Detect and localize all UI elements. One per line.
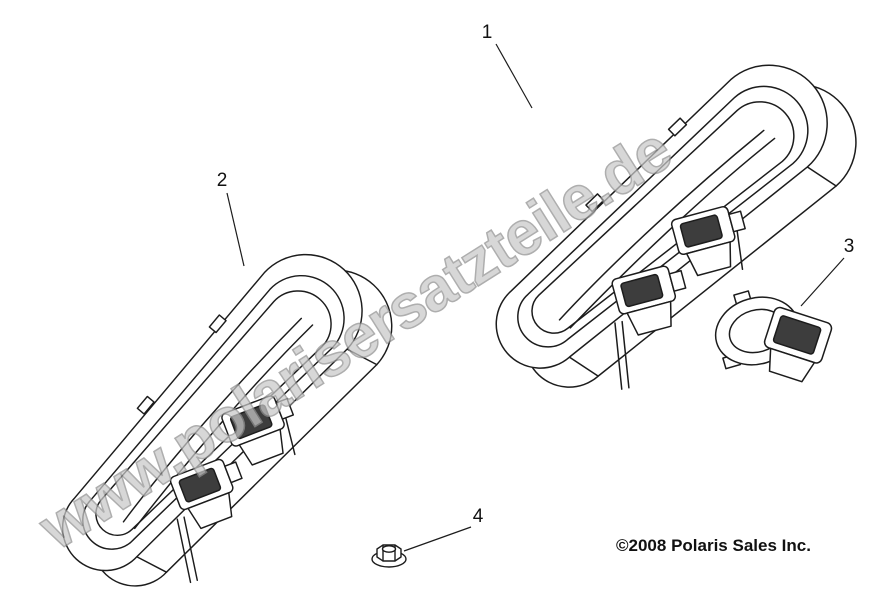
callout-1-label: 1 [482,22,493,43]
callout-2-leader [226,192,245,267]
callout-2-label: 2 [217,170,228,191]
part-4-flange-nut [371,544,407,568]
callouts: 1 2 3 4 [217,22,855,552]
part-3-bulb-socket [714,290,833,383]
callout-4-label: 4 [473,506,484,527]
assembly-1-taillight [439,36,879,432]
callout-4-leader [403,526,472,552]
callout-3-leader [800,257,845,307]
copyright-text: ©2008 Polaris Sales Inc. [616,536,811,555]
callout-1-leader [495,43,533,109]
callout-3-label: 3 [844,236,855,257]
nut-bore [381,545,397,553]
socket-plug [768,347,816,383]
socket-face [772,315,822,355]
